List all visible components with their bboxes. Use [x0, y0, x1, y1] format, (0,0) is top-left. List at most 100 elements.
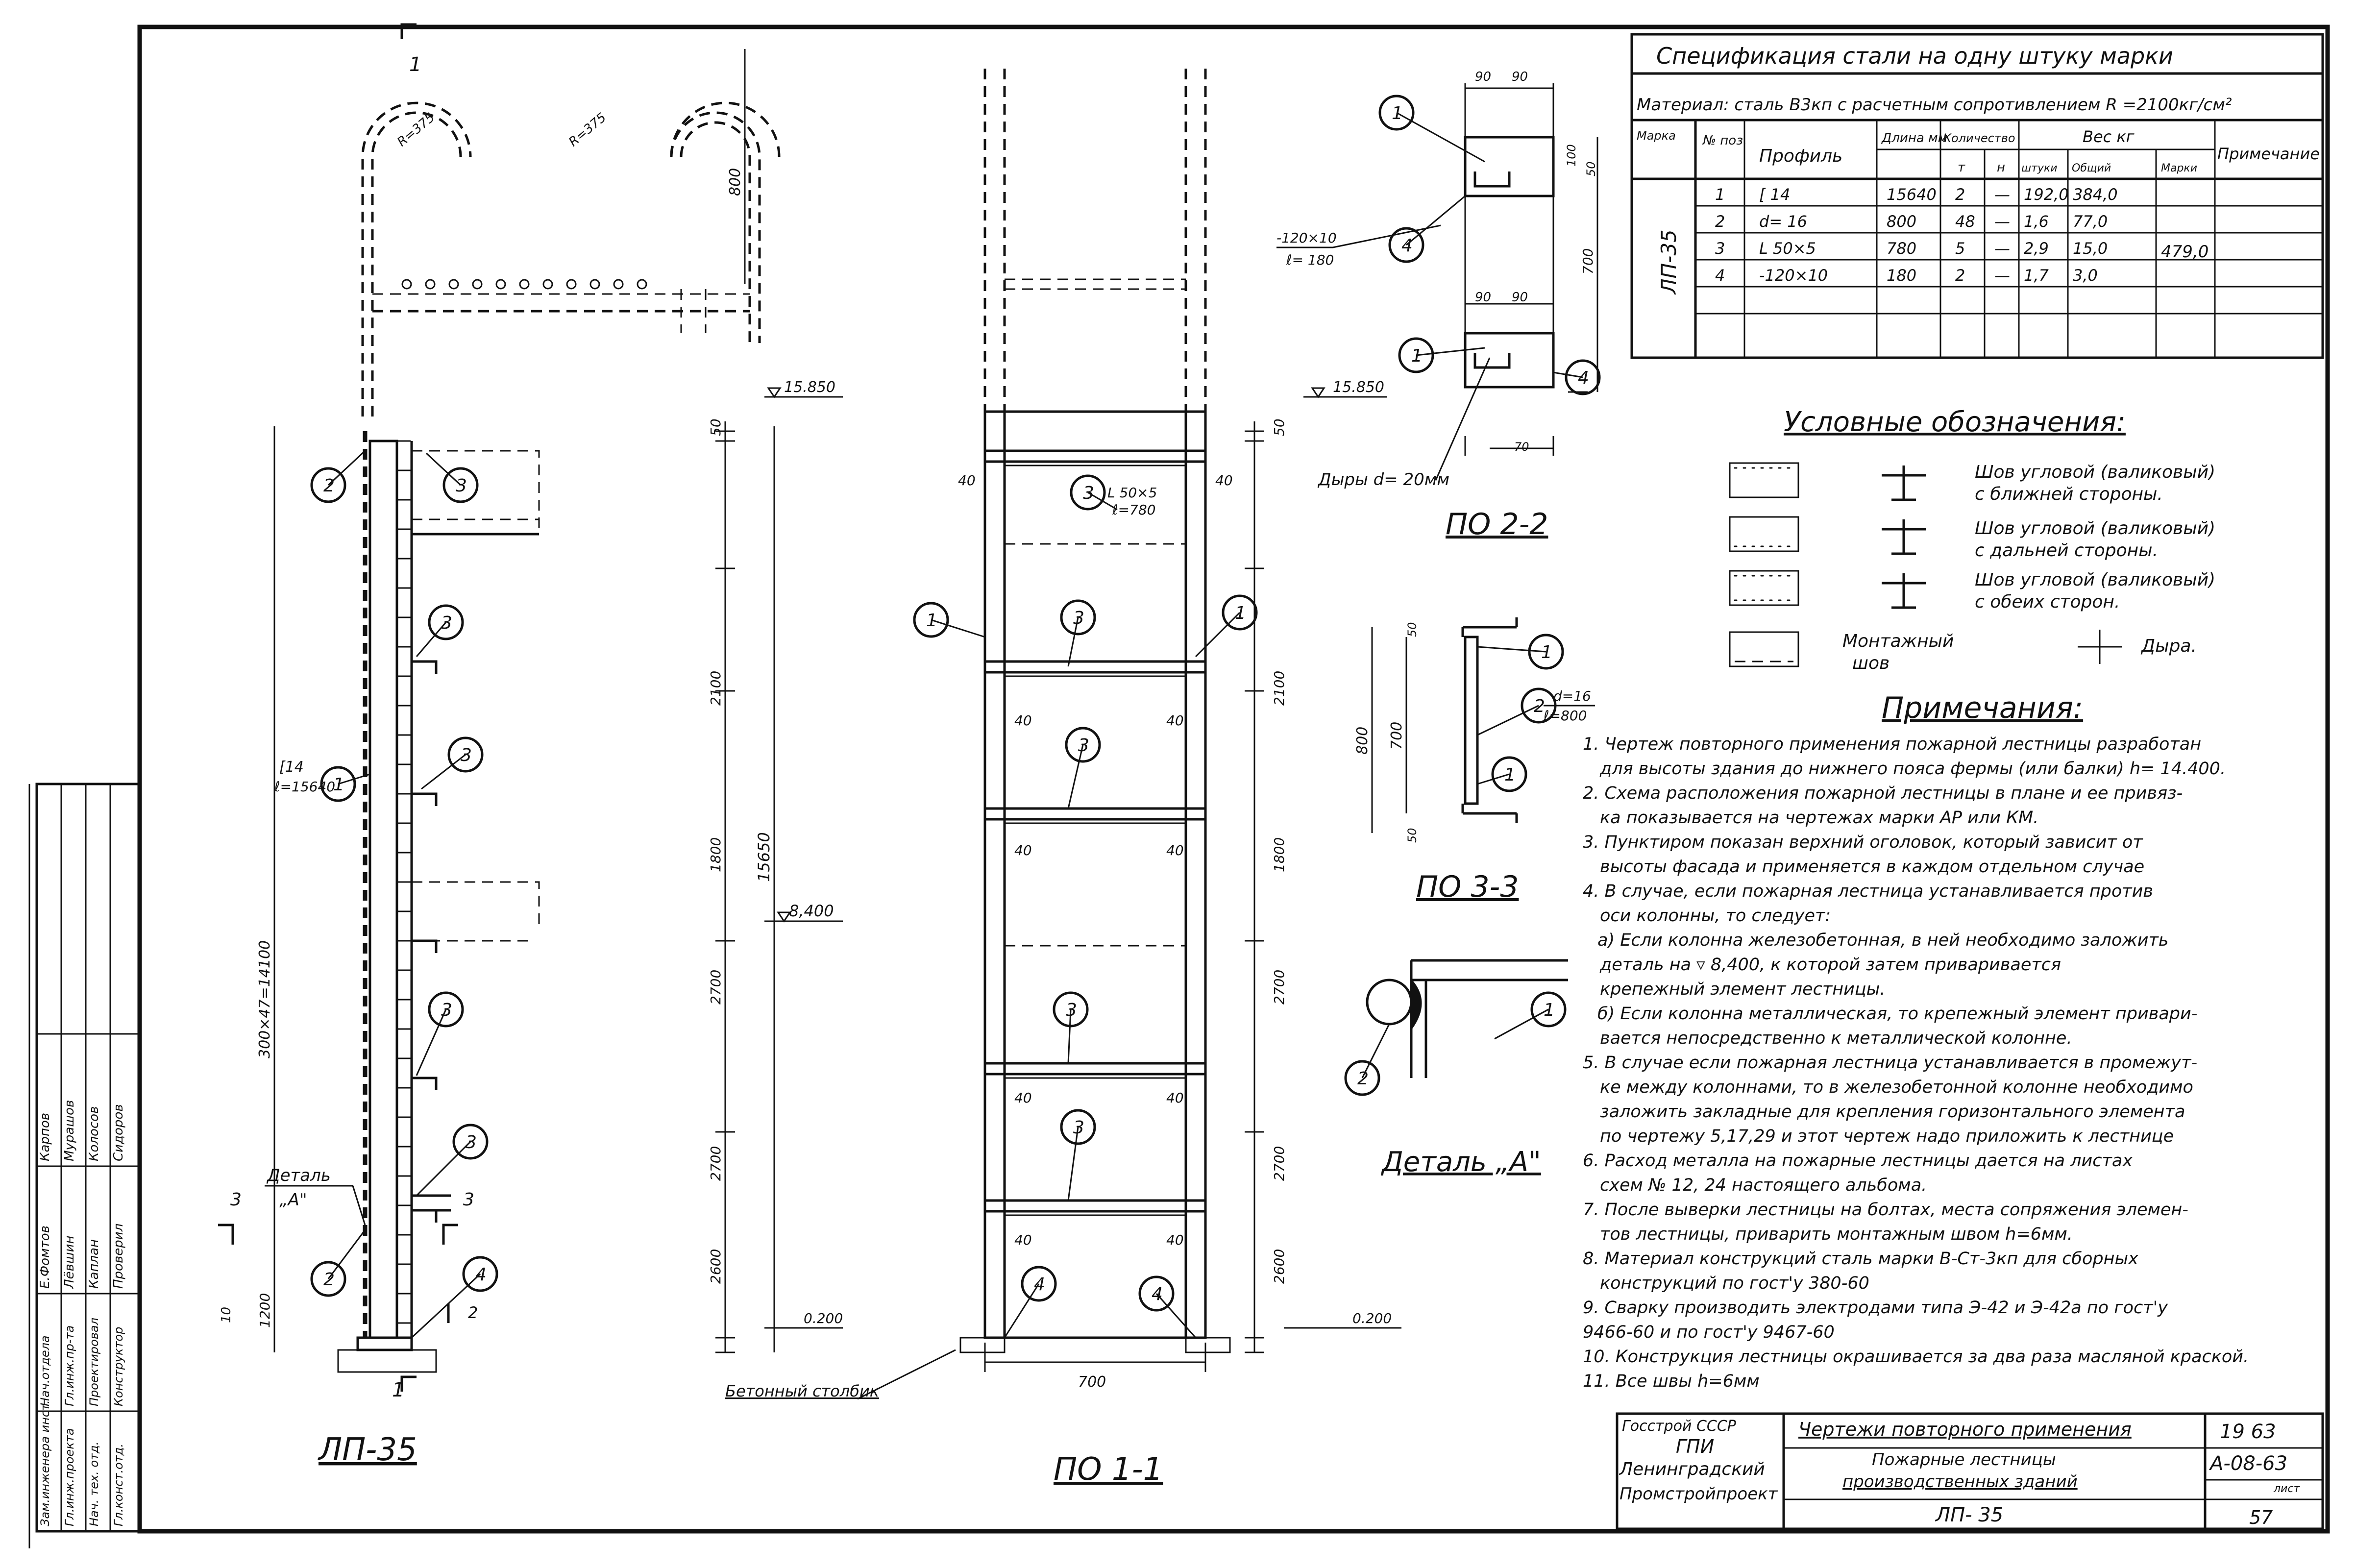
note-line: 5. В случае если пожарная лестница устан… [1583, 1053, 2197, 1073]
note-line: для высоты здания до нижнего пояса фермы… [1599, 759, 2226, 779]
spec-cell-poz: 1 [1715, 185, 1725, 204]
callout-number: 1 [1541, 642, 1552, 662]
po33-dim-50b: 50 [1405, 828, 1419, 843]
spec-total-weight: 479,0 [2161, 242, 2209, 262]
lp-angle [412, 792, 438, 806]
callout-leader [931, 619, 985, 638]
note-line: тов лестницы, приварить монтажным швом h… [1600, 1225, 2073, 1244]
concrete-post-lp [337, 1349, 437, 1373]
legend: Условные обозначения: Шов угловой (валик… [1729, 406, 2215, 673]
callout-bubble [1530, 991, 1567, 1028]
side-role-label: Гл.инж.пр-та [63, 1325, 76, 1406]
callout-bubble [310, 1261, 346, 1297]
head-rung [425, 279, 436, 290]
note-line: 7. После выверки лестницы на болтах, мес… [1583, 1200, 2188, 1220]
spec-cell-qn: — [1994, 185, 2010, 204]
legend-item-1-line1: Шов угловой (валиковый) [1975, 462, 2215, 482]
lp-view-title: ЛП-35 [318, 1432, 417, 1468]
spec-cell-qn: — [1994, 239, 2010, 258]
callout-number: 3 [441, 1000, 452, 1020]
spec-cell-length: 780 [1887, 239, 1916, 258]
po22-plate: -120×10 [1276, 230, 1337, 246]
lp-detail-call2: „А" [279, 1190, 307, 1210]
dim-40: 40 [1215, 472, 1233, 489]
callout-number: 3 [1073, 608, 1084, 628]
callout-leader [1494, 1008, 1549, 1040]
po22-dim-90a: 90 [1475, 70, 1491, 84]
po22-dim-70: 70 [1514, 440, 1529, 454]
po22-plate-len: ℓ= 180 [1286, 252, 1334, 268]
dim-40: 40 [1014, 842, 1032, 858]
callout-bubble [428, 991, 464, 1028]
po11-dim-label: 2700 [1271, 1146, 1287, 1181]
stamp-title1: Чертежи повторного применения [1798, 1419, 2132, 1440]
head-rung [542, 279, 553, 290]
hole-symbol [2078, 630, 2122, 664]
stamp-org2: ГПИ [1676, 1436, 1714, 1457]
callout-number: 1 [333, 775, 344, 795]
lp-r-left: R=375 [394, 110, 438, 150]
po11-dim-label: 2100 [1271, 671, 1287, 706]
lp-dim-total: 15650 [755, 832, 773, 882]
note-line: 9466-60 и по гост'у 9467-60 [1583, 1323, 1835, 1342]
view-po22: 90 90 90 90 100 50 700 70 -120×10 ℓ= 180… [1276, 70, 1598, 541]
side-name: Сидоров [111, 1104, 126, 1161]
callout-leader [1553, 371, 1583, 378]
note-line: 9. Сварку производить электродами типа Э… [1583, 1298, 2168, 1318]
po11-angle: L 50×5 [1107, 485, 1157, 501]
hdr-qty-n: н [1997, 160, 2005, 175]
lp-sec3-left: 3 [230, 1190, 242, 1210]
side-name: Каплан [87, 1239, 101, 1289]
lp-dim-label: 2100 [708, 671, 724, 706]
callout-number: 1 [1544, 1000, 1555, 1020]
lp-c14: [14 [279, 759, 304, 776]
callout-number: 3 [441, 613, 452, 633]
note-line: крепежный элемент лестницы. [1600, 980, 1885, 999]
side-role-label: Зам.инженера инст. [38, 1400, 52, 1526]
spec-cell-length: 180 [1887, 266, 1916, 285]
callout-leader [1067, 617, 1079, 667]
mount-weld-symbol [1729, 631, 1799, 667]
spec-cell-qt: 48 [1955, 212, 1975, 231]
spec-cell-qt: 2 [1955, 185, 1965, 204]
elev-zero-po11-label: 0.200 [1352, 1310, 1392, 1326]
hdr-poz: № поз. [1702, 133, 1747, 148]
spec-cell-w1: 2,9 [2024, 239, 2049, 258]
callout-number: 3 [461, 745, 472, 765]
head-rungs [401, 279, 647, 290]
po11-dim-label: 2700 [1271, 970, 1287, 1004]
stamp-sheet: 57 [2249, 1507, 2273, 1528]
lp-c14-len: ℓ=15640 [274, 779, 335, 795]
callout-bubble [1065, 727, 1101, 763]
po11-post-left [959, 1337, 1006, 1353]
hdr-w-total: Общий [2072, 162, 2111, 174]
callout-number: 1 [1411, 346, 1423, 366]
spec-cell-wt: 15,0 [2073, 239, 2108, 258]
side-role-label: Проектировал [87, 1318, 101, 1406]
stamp-org3: Ленинградский [1619, 1459, 1765, 1479]
side-role-label: Гл.инж.проекта [63, 1428, 76, 1526]
callout-leader [1416, 347, 1485, 356]
note-line: высоты фасада и применяется в каждом отд… [1600, 857, 2144, 877]
callout-bubble [1222, 594, 1258, 631]
lp-angle [412, 1209, 438, 1223]
weld-far-symbol [1729, 516, 1926, 555]
callout-bubble [310, 467, 346, 503]
po33-dim-50a: 50 [1405, 622, 1419, 637]
spec-cell-w1: 192,0 [2024, 185, 2069, 204]
po33-bar-d: d=16 [1553, 688, 1591, 704]
lp-angle [412, 939, 438, 953]
callout-number: 4 [475, 1265, 487, 1285]
callout-bubble [1021, 1266, 1057, 1302]
callout-leader [1477, 646, 1546, 653]
callout-bubble [1491, 756, 1527, 792]
callout-bubble [447, 736, 484, 773]
dim-40: 40 [1166, 1232, 1184, 1248]
notes-lines: 1. Чертеж повторного применения пожарной… [1583, 735, 2249, 1391]
head-rung [589, 279, 600, 290]
po11-frame [983, 410, 1207, 1339]
po11-rung [983, 1199, 1207, 1213]
callout-leader [416, 1009, 447, 1076]
note-line: 8. Материал конструкций сталь марки В-Ст… [1583, 1249, 2138, 1269]
